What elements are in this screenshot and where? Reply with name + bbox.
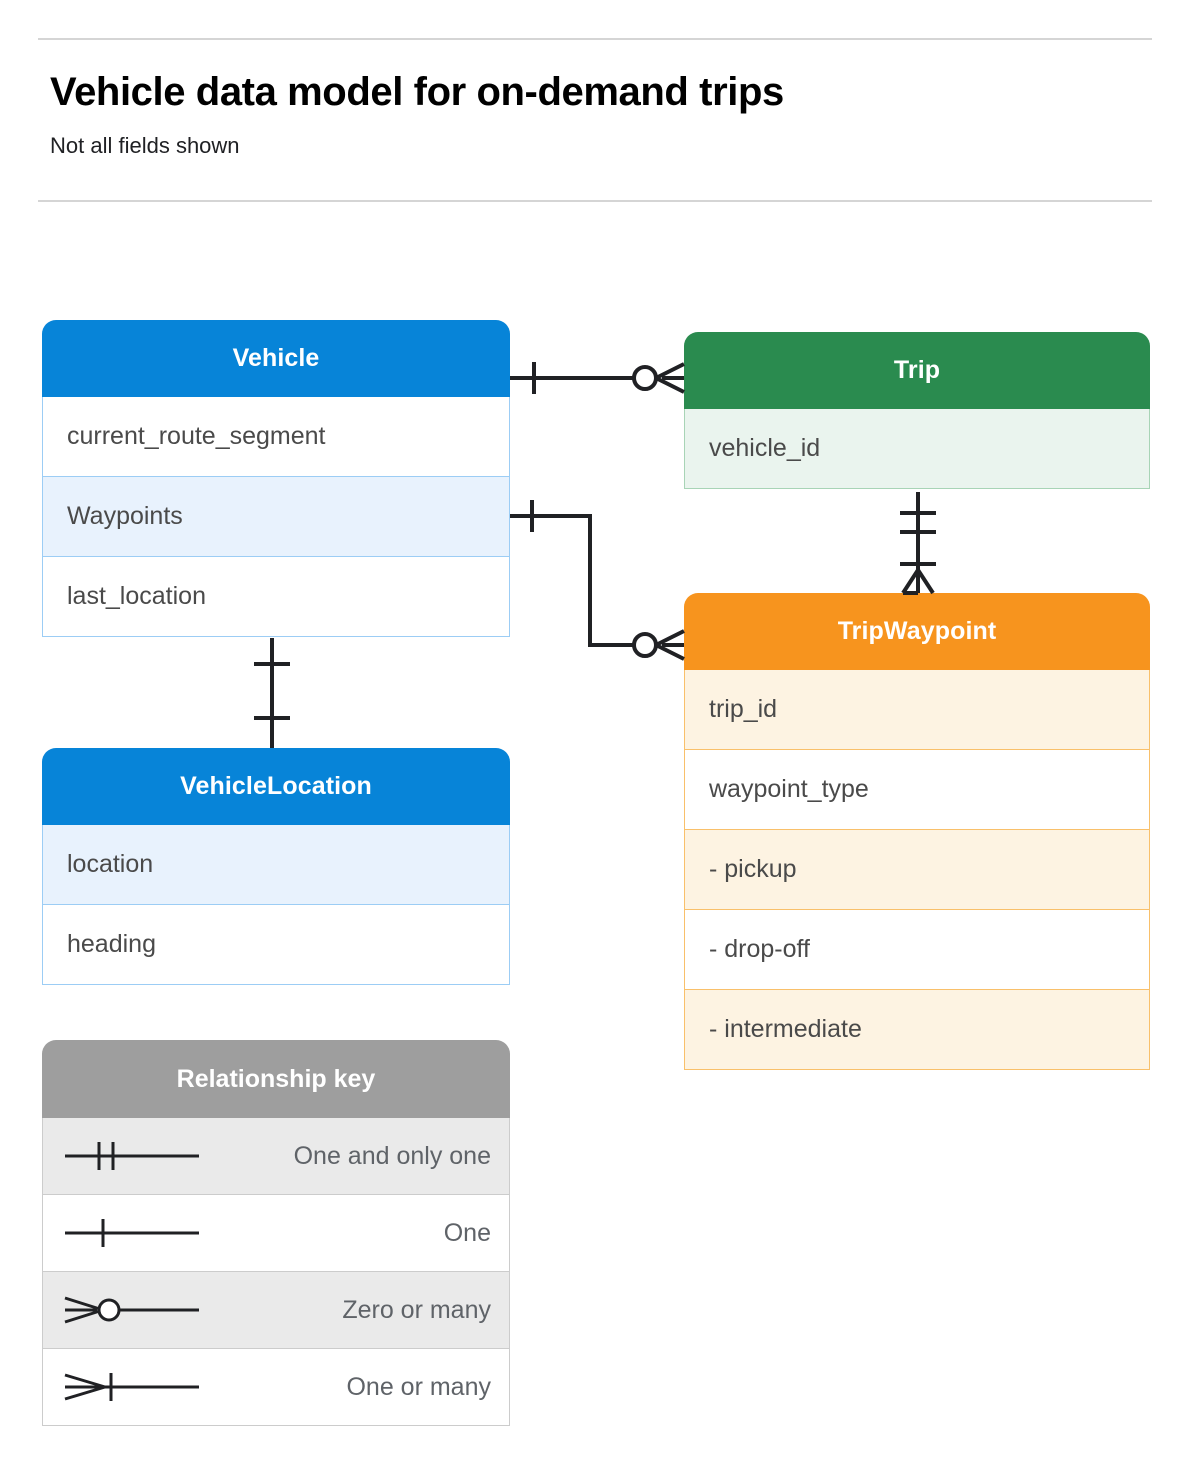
one-icon [43,1213,221,1253]
entity-tripwaypoint-enum-pickup[interactable]: - pickup [684,830,1150,910]
relationship-key-legend: Relationship key One and only one One [42,1040,510,1426]
entity-tripwaypoint-enum-drop-off[interactable]: - drop-off [684,910,1150,990]
legend-label-one: One [443,1218,491,1247]
legend-row-one-and-only-one: One and only one [42,1118,510,1195]
entity-tripwaypoint[interactable]: TripWaypoint trip_id waypoint_type - pic… [684,593,1150,1070]
connector-waypoints-tripwaypoint [510,500,685,661]
entity-vehiclelocation-field-location[interactable]: location [42,825,510,905]
legend-row-one-or-many: One or many [42,1349,510,1426]
legend-row-one: One [42,1195,510,1272]
legend-label-one-and-only-one: One and only one [293,1141,491,1170]
entity-vehiclelocation-title: VehicleLocation [42,748,510,825]
legend-title: Relationship key [42,1040,510,1118]
legend-label-zero-or-many: Zero or many [342,1295,491,1324]
page-title: Vehicle data model for on-demand trips [50,70,784,114]
header-divider-top [38,38,1152,40]
one-and-only-one-icon [43,1136,221,1176]
entity-tripwaypoint-title: TripWaypoint [684,593,1150,670]
page-subtitle: Not all fields shown [50,133,240,158]
legend-row-zero-or-many: Zero or many [42,1272,510,1349]
entity-trip-field-vehicle-id[interactable]: vehicle_id [684,409,1150,489]
zero-or-many-icon [43,1290,221,1330]
entity-vehicle-field-waypoints[interactable]: Waypoints [42,477,510,557]
connector-vehicle-trip [510,362,685,394]
entity-vehiclelocation[interactable]: VehicleLocation location heading [42,748,510,985]
entity-vehicle[interactable]: Vehicle current_route_segment Waypoints … [42,320,510,637]
entity-tripwaypoint-enum-intermediate[interactable]: - intermediate [684,990,1150,1070]
connector-vehicle-vehiclelocation [254,638,290,748]
header-divider-bottom [38,200,1152,202]
connector-trip-tripwaypoint [900,492,936,595]
entity-vehicle-title: Vehicle [42,320,510,397]
entity-vehiclelocation-field-heading[interactable]: heading [42,905,510,985]
entity-trip-title: Trip [684,332,1150,409]
entity-vehicle-field-current-route-segment[interactable]: current_route_segment [42,397,510,477]
entity-tripwaypoint-field-trip-id[interactable]: trip_id [684,670,1150,750]
entity-vehicle-field-last-location[interactable]: last_location [42,557,510,637]
one-or-many-icon [43,1367,221,1407]
entity-tripwaypoint-field-waypoint-type[interactable]: waypoint_type [684,750,1150,830]
legend-label-one-or-many: One or many [346,1372,491,1401]
entity-trip[interactable]: Trip vehicle_id [684,332,1150,489]
